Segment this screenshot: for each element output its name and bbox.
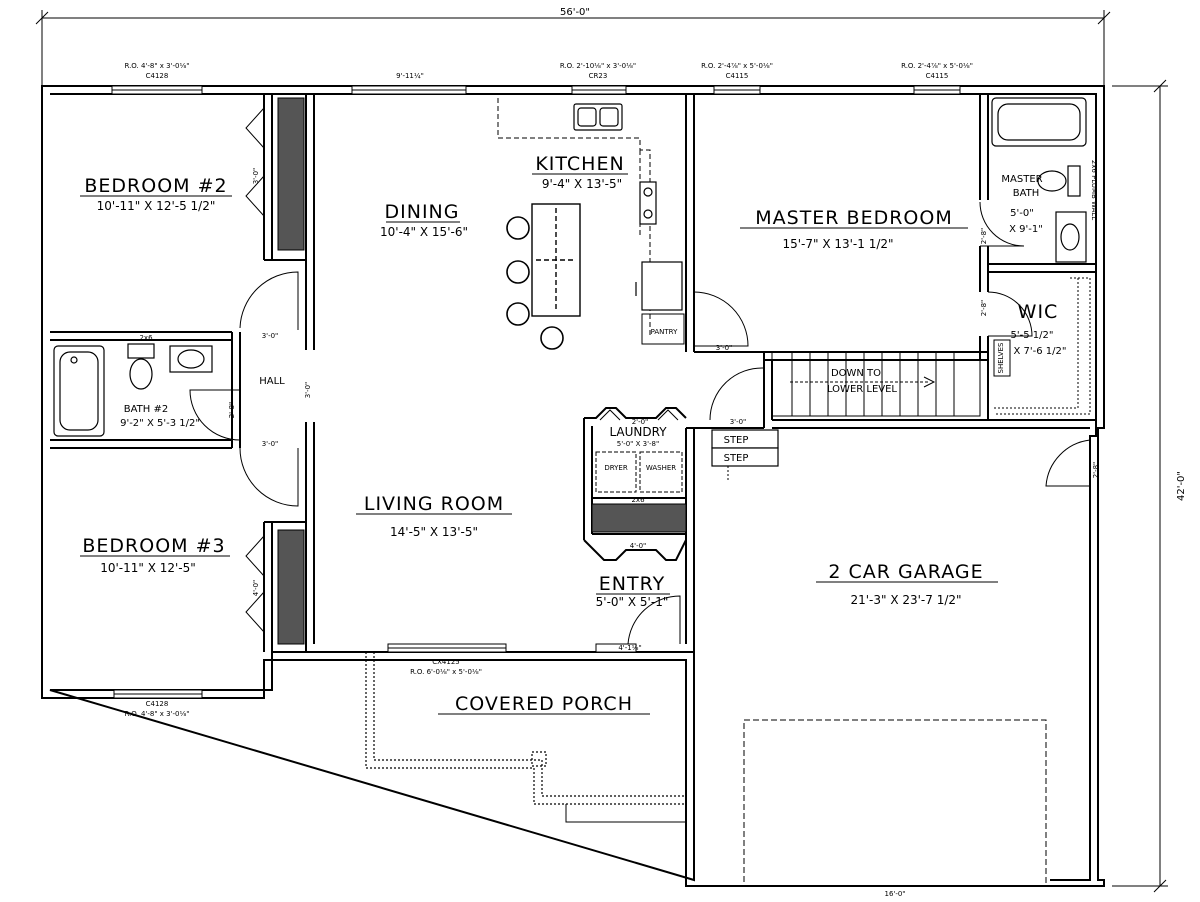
bath2-fixtures (53, 343, 213, 437)
room-name-living: LIVING ROOM (364, 493, 504, 515)
door-garage-dim: 3'-0" (730, 418, 747, 426)
door-hall-mid-dim: 3'-0" (304, 382, 312, 399)
room-size-living: 14'-5" X 13'-5" (390, 525, 478, 539)
garage-steps (711, 429, 779, 467)
door-wic-dim: 2'-8" (980, 300, 988, 317)
room-name-mbath-2: BATH (1013, 188, 1040, 199)
wic-shelves-label: SHELVES (997, 342, 1005, 373)
windows (111, 85, 961, 699)
room-name-kitchen: KITCHEN (535, 153, 624, 175)
room-size-bath2: 9'-2" X 5'-3 1/2" (120, 418, 200, 429)
room-name-bedroom3: BEDROOM #3 (82, 535, 225, 557)
room-name-laundry: LAUNDRY (609, 425, 667, 439)
wic-shelves (994, 277, 1091, 415)
overall-width-label: 56'-0" (560, 7, 590, 18)
door-bath2-code: 2x6 (139, 334, 153, 342)
window-entry-dim: 4'-1⅛" (618, 644, 641, 652)
door-mbath-dim: 2'-8" (980, 228, 988, 245)
window-master1-code: C4115 (726, 72, 749, 80)
room-name-pantry: PANTRY (651, 328, 678, 336)
window-bed2-ro: R.O. 4'-8" x 3'-0⅛" (124, 62, 189, 70)
laundry-appliances (595, 451, 683, 493)
pantry-box (641, 313, 685, 345)
bar-stools (506, 216, 564, 350)
interior-walls (50, 94, 1096, 652)
door-laundry-top-dim: 2'-0" (632, 418, 649, 426)
stairs-label-2: LOWER LEVEL (827, 384, 897, 395)
door-bath2-dim: 2'-8" (228, 402, 236, 419)
room-name-master: MASTER BEDROOM (755, 207, 952, 229)
window-porch-ro: R.O. 6'-0⅛" x 5'-0⅛" (410, 668, 482, 676)
step-label-2: STEP (724, 453, 749, 464)
room-name-bedroom2: BEDROOM #2 (84, 175, 227, 197)
room-size-entry: 5'-0" X 5'-1" (596, 595, 669, 609)
room-size-wic-2: X 7'-6 1/2" (1014, 346, 1067, 357)
door-bed3-closet-dim: 4'-0" (252, 580, 260, 597)
room-size-mbath-2: X 9'-1" (1009, 224, 1043, 235)
room-name-porch: COVERED PORCH (455, 693, 633, 715)
window-master2-code: C4115 (926, 72, 949, 80)
master-bath-fixtures (991, 97, 1087, 263)
appliance-washer-label: WASHER (646, 464, 676, 472)
door-service-dim: 2'-8" (1092, 462, 1100, 479)
overall-width-dimension (35, 10, 1111, 86)
refrigerator (635, 261, 683, 311)
room-size-bedroom3: 10'-11" X 12'-5" (100, 561, 196, 575)
wic-shelf-box (993, 339, 1011, 377)
room-name-mbath-1: MASTER (1001, 174, 1042, 185)
door-laundry-code: 2x6 (631, 496, 645, 504)
kitchen-sink (573, 103, 623, 131)
window-bed2-code: C4128 (146, 72, 169, 80)
room-name-underlines (80, 173, 998, 715)
overall-depth-label: 42'-0" (1176, 471, 1187, 501)
window-bed3-code: C4128 (146, 700, 169, 708)
window-slider-dim: 9'-11¼" (396, 72, 424, 80)
room-size-master: 15'-7" X 13'-1 1/2" (782, 237, 893, 251)
room-size-wic-1: 5'-5 1/2" (1011, 330, 1054, 341)
closet-shelf-bed2 (277, 97, 305, 251)
garage-door-dim: 16'-0" (884, 890, 905, 898)
window-porch-code: CX4125 (432, 658, 460, 666)
room-size-garage: 21'-3" X 23'-7 1/2" (850, 593, 961, 607)
room-size-kitchen: 9'-4" X 13'-5" (542, 177, 622, 191)
door-bed2-closet-dim: 3'-0" (252, 168, 260, 185)
room-name-hall: HALL (259, 376, 285, 387)
room-size-mbath-1: 5'-0" (1010, 208, 1034, 219)
room-name-garage: 2 CAR GARAGE (828, 561, 983, 583)
door-master-dim: 3'-0" (716, 344, 733, 352)
kitchen-island (531, 203, 581, 317)
door-laundry-bot-dim: 4'-0" (630, 542, 647, 550)
room-name-wic: WIC (1018, 301, 1059, 323)
stairs (771, 351, 981, 417)
room-size-dining: 10'-4" X 15'-6" (380, 225, 468, 239)
window-master1-ro: R.O. 2'-4⅞" x 5'-0⅛" (701, 62, 773, 70)
window-kitchen-ro: R.O. 2'-10⅛" x 3'-0⅛" (560, 62, 636, 70)
room-size-laundry: 5'-0" X 3'-8" (617, 440, 659, 448)
step-label-1: STEP (724, 435, 749, 446)
room-name-dining: DINING (385, 201, 460, 223)
door-hall-top-dim: 3'-0" (262, 332, 279, 340)
overall-depth-dimension (1112, 79, 1168, 893)
closet-shelf-bed3 (277, 529, 305, 645)
door-hall-bot-dim: 3'-0" (262, 440, 279, 448)
garage-door-outline (743, 719, 1047, 887)
doors (189, 107, 1091, 645)
appliance-dryer-label: DRYER (604, 464, 628, 472)
stairs-label-1: DOWN TO (831, 368, 881, 379)
plumb-wall-note: 2x6 PLUMB WALL (1090, 160, 1098, 220)
kitchen-range (639, 181, 657, 225)
room-name-entry: ENTRY (599, 573, 665, 595)
room-name-bath2: BATH #2 (124, 404, 168, 415)
window-kitchen-code: CR23 (589, 72, 608, 80)
covered-porch-outline (365, 652, 686, 805)
porch-step (565, 804, 686, 823)
window-bed3-ro: R.O. 4'-8" x 3'-0⅛" (124, 710, 189, 718)
laundry-shelf (591, 503, 687, 533)
window-master2-ro: R.O. 2'-4⅞" x 5'-0⅛" (901, 62, 973, 70)
room-size-bedroom2: 10'-11" X 12'-5 1/2" (97, 199, 216, 213)
